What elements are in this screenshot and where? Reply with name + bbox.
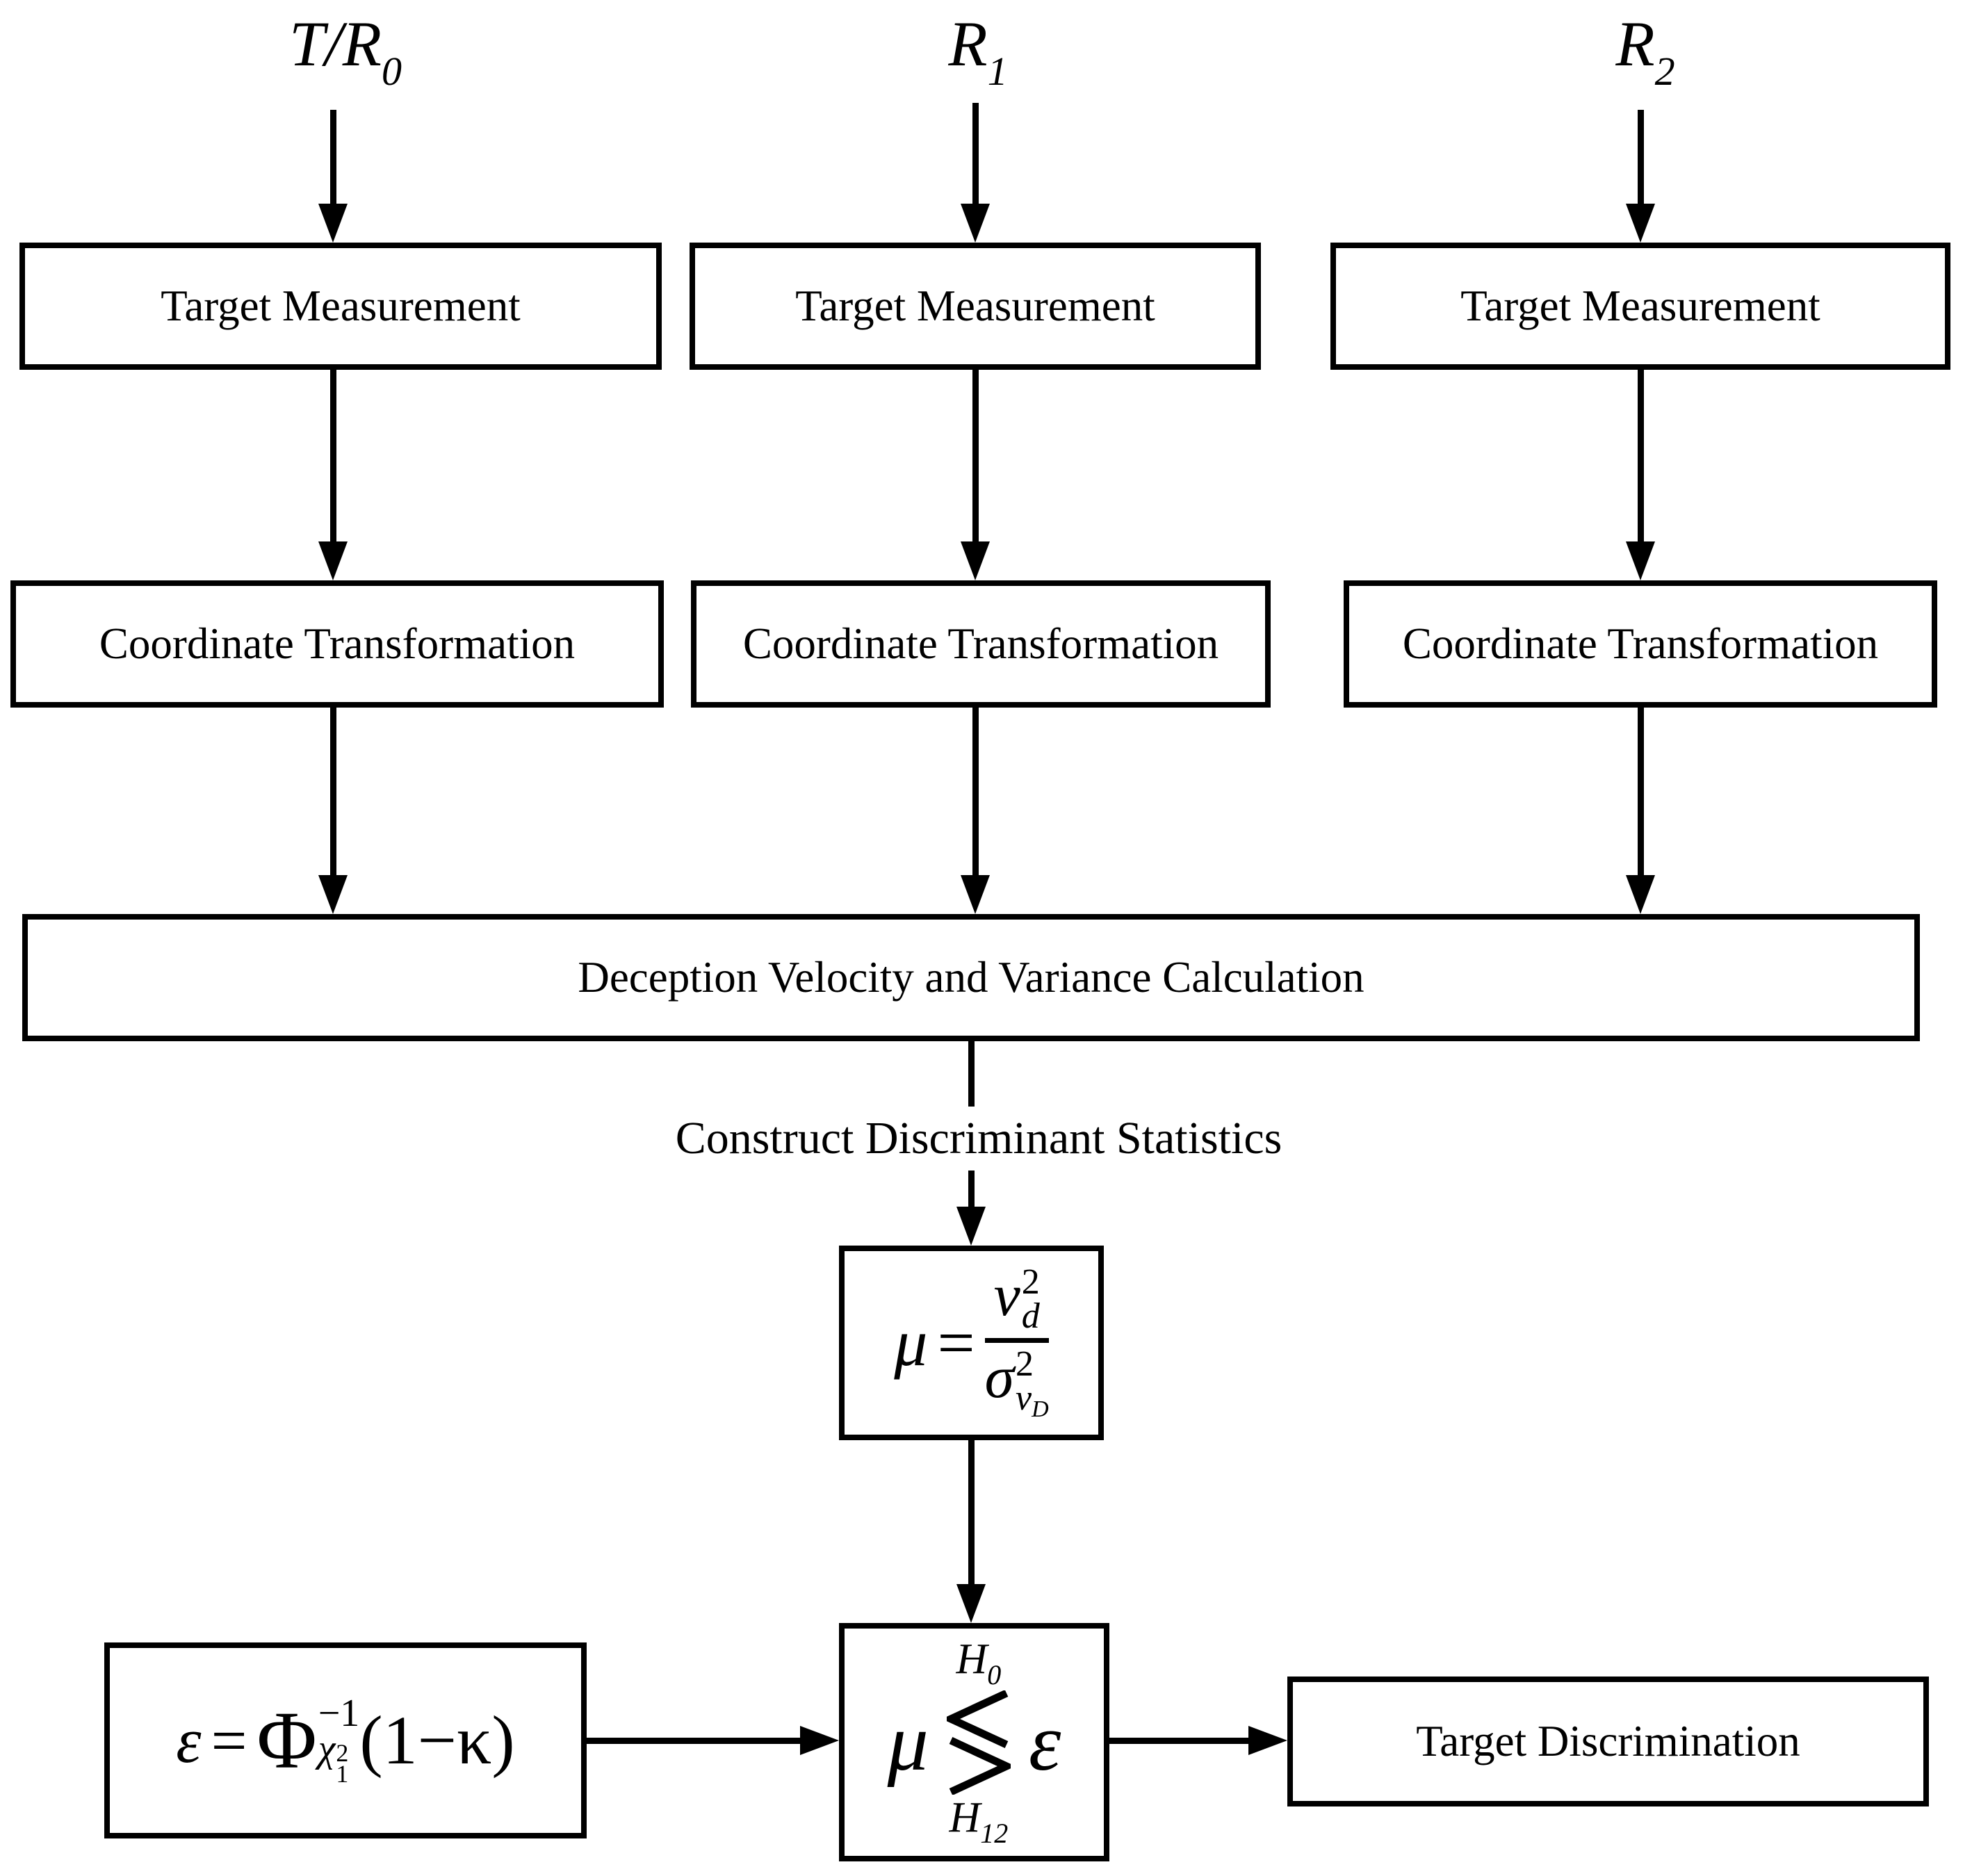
h12-sub: 12 bbox=[980, 1817, 1009, 1849]
input-label-r2-sub: 2 bbox=[1654, 49, 1675, 94]
mu-den-sub-sub: D bbox=[1032, 1396, 1049, 1422]
chi-sup: 2 bbox=[336, 1738, 349, 1767]
input-label-r1: R1 bbox=[948, 7, 1007, 95]
chi-sub: 1 bbox=[336, 1760, 349, 1788]
arrow-r2c1-stem bbox=[330, 708, 336, 878]
arrow-r1c3-head bbox=[1626, 541, 1655, 580]
arrow-input2-stem bbox=[972, 103, 979, 206]
mu-den-sub-base: v bbox=[1016, 1378, 1032, 1418]
mu-den-sub: vD bbox=[1016, 1378, 1049, 1422]
chi-symbol: χ bbox=[318, 1727, 336, 1770]
box-decision: μ H0 H12 ε bbox=[839, 1623, 1109, 1861]
phi-sup: −1 bbox=[318, 1692, 360, 1736]
mu-symbol: μ bbox=[894, 1305, 928, 1380]
box-target-discrimination: Target Discrimination bbox=[1287, 1677, 1929, 1806]
mu-denominator: σ 2 vD bbox=[984, 1343, 1049, 1422]
box-coordinate-transformation-1: Coordinate Transformation bbox=[10, 580, 664, 708]
box-coordinate-transformation-3-label: Coordinate Transformation bbox=[1402, 619, 1879, 668]
decision-mu: μ bbox=[887, 1696, 929, 1788]
box-target-measurement-3: Target Measurement bbox=[1330, 243, 1950, 370]
fraction-bar bbox=[984, 1337, 1049, 1343]
arrow-r2c1-head bbox=[318, 875, 348, 914]
h0-base: H bbox=[956, 1635, 988, 1683]
decision-expression: μ H0 H12 ε bbox=[888, 1638, 1061, 1848]
input-label-tr0-sub: 0 bbox=[381, 49, 402, 94]
mu-den-sup: 2 bbox=[1016, 1344, 1034, 1384]
decision-epsilon: ε bbox=[1028, 1696, 1061, 1788]
mu-den-scripts: 2 vD bbox=[1016, 1344, 1049, 1422]
box-coordinate-transformation-1-label: Coordinate Transformation bbox=[99, 619, 576, 668]
construct-discriminant-statistics-label: Construct Discriminant Statistics bbox=[661, 1107, 1296, 1171]
box-target-measurement-1-label: Target Measurement bbox=[161, 281, 521, 330]
h12-base: H bbox=[949, 1793, 981, 1841]
h0-sub: 0 bbox=[987, 1658, 1002, 1690]
mu-num-base: v bbox=[993, 1261, 1020, 1328]
arrow-decision-td-head bbox=[1248, 1726, 1287, 1755]
arrow-construct-head bbox=[956, 1207, 986, 1246]
box-target-measurement-2: Target Measurement bbox=[690, 243, 1261, 370]
arrow-r2c2-stem bbox=[972, 708, 979, 878]
arrow-r2c3-stem bbox=[1638, 708, 1644, 878]
arrow-input2-head bbox=[961, 204, 990, 243]
arrow-r2c3-head bbox=[1626, 875, 1655, 914]
input-label-r2-base: R bbox=[1615, 8, 1655, 79]
arrow-input1-head bbox=[318, 204, 348, 243]
mu-num-sup: 2 bbox=[1021, 1262, 1040, 1302]
epsilon-paren: (1−κ) bbox=[359, 1701, 515, 1779]
box-deception-velocity-variance: Deception Velocity and Variance Calculat… bbox=[22, 914, 1920, 1041]
arrow-r1c1-stem bbox=[330, 370, 336, 544]
epsilon-symbol: ε bbox=[176, 1704, 202, 1776]
arrow-decision-td-stem bbox=[1109, 1738, 1250, 1744]
input-label-r1-sub: 1 bbox=[987, 49, 1008, 94]
box-mu-formula: μ = v 2 d σ 2 vD bbox=[839, 1246, 1104, 1440]
phi-symbol: Φ bbox=[256, 1694, 317, 1786]
box-target-discrimination-label: Target Discrimination bbox=[1416, 1716, 1800, 1765]
input-label-r1-base: R bbox=[948, 8, 988, 79]
input-label-tr0: T/R0 bbox=[289, 7, 402, 95]
mu-numerator: v 2 d bbox=[993, 1261, 1040, 1337]
box-coordinate-transformation-2-label: Coordinate Transformation bbox=[742, 619, 1219, 668]
arrow-r1c2-head bbox=[961, 541, 990, 580]
hypothesis-h0: H0 bbox=[956, 1638, 1001, 1689]
box-target-measurement-1: Target Measurement bbox=[19, 243, 662, 370]
mu-num-scripts: 2 d bbox=[1021, 1262, 1040, 1337]
mu-equals: = bbox=[937, 1305, 975, 1380]
arrow-epsilon-decision-head bbox=[800, 1726, 839, 1755]
box-target-measurement-3-label: Target Measurement bbox=[1460, 281, 1820, 330]
box-target-measurement-2-label: Target Measurement bbox=[795, 281, 1155, 330]
epsilon-equals: = bbox=[211, 1704, 247, 1776]
box-coordinate-transformation-2: Coordinate Transformation bbox=[691, 580, 1271, 708]
box-deception-velocity-variance-label: Deception Velocity and Variance Calculat… bbox=[578, 952, 1364, 1002]
decision-middle: H0 H12 bbox=[946, 1638, 1011, 1848]
mu-fraction: v 2 d σ 2 vD bbox=[984, 1261, 1049, 1422]
arrow-input3-stem bbox=[1638, 110, 1644, 206]
input-label-r2: R2 bbox=[1615, 7, 1674, 95]
arrow-r1c2-stem bbox=[972, 370, 979, 544]
arrow-epsilon-decision-stem bbox=[587, 1738, 801, 1744]
lessgtr-icon bbox=[946, 1690, 1011, 1795]
input-label-tr0-base: T/R bbox=[289, 8, 382, 79]
mu-den-base: σ bbox=[984, 1343, 1015, 1410]
arrow-r1c1-head bbox=[318, 541, 348, 580]
arrow-input1-stem bbox=[330, 110, 336, 206]
box-coordinate-transformation-3: Coordinate Transformation bbox=[1344, 580, 1937, 708]
arrow-mu-decision-head bbox=[956, 1584, 986, 1623]
arrow-r2c2-head bbox=[961, 875, 990, 914]
arrow-input3-head bbox=[1626, 204, 1655, 243]
arrow-mu-decision-stem bbox=[968, 1440, 975, 1585]
mu-formula: μ = v 2 d σ 2 vD bbox=[894, 1261, 1049, 1422]
mu-num-sub: d bbox=[1021, 1296, 1040, 1337]
arrow-r1c3-stem bbox=[1638, 370, 1644, 544]
hypothesis-h12: H12 bbox=[949, 1796, 1008, 1848]
